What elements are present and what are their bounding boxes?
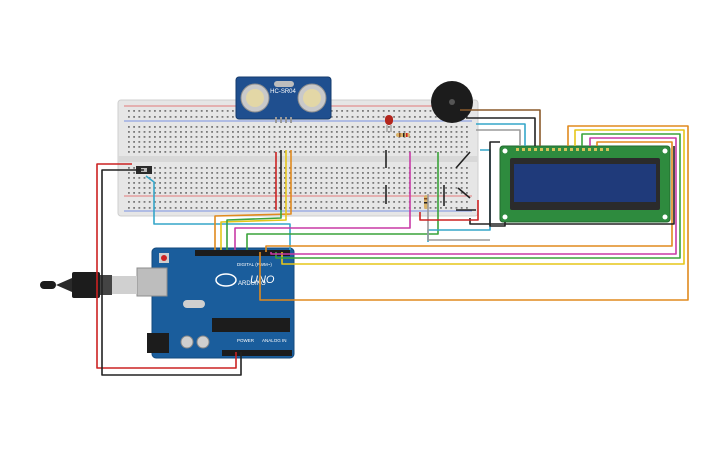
ultrasonic-sensor[interactable]: HC-SR04 [235,76,332,123]
arduino-model-label: UNO [250,274,275,286]
breadboard-holes [128,110,468,209]
arduino-brand-label: ARDUINO [238,281,266,287]
wires [96,109,689,376]
power-pins-label: POWER [237,338,255,343]
breadboard-jumpers [275,150,476,214]
lcd-pins [516,148,609,151]
led-icon[interactable] [385,115,393,132]
microcontroller-chip [212,318,290,332]
breadboard[interactable] [117,99,479,217]
digital-pins-label: DIGITAL (PWM~) [237,262,272,267]
resistor-icon [424,195,428,209]
reset-button[interactable] [161,255,167,261]
usb-cable-icon [40,272,137,298]
arduino-board[interactable]: ARDUINO UNO DIGITAL (PWM~) POWER ANALOG … [136,247,295,359]
sensor-model-label: HC-SR04 [270,89,296,95]
buzzer-icon[interactable] [431,81,473,123]
resistor-icon [396,133,410,137]
power-jack-icon [147,333,169,353]
analog-pins-label: ANALOG IN [262,338,287,343]
lcd-display[interactable] [499,145,671,223]
